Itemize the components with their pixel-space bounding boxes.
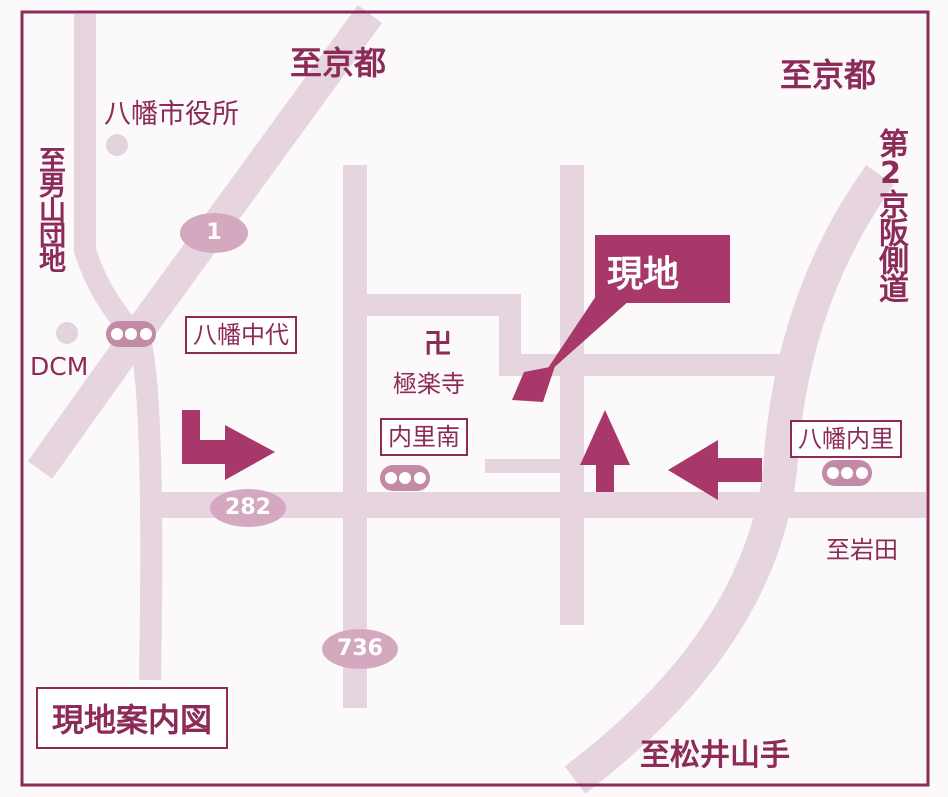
map-title: 現地案内図 (36, 687, 229, 749)
direction-arrows (182, 235, 762, 500)
route-badge-736: 736 (322, 629, 398, 669)
arrow-up-icon (580, 410, 630, 492)
traffic-signal-icon (106, 321, 156, 347)
callout-pointer (540, 290, 630, 380)
direction-kyoto-left: 至京都 (290, 44, 387, 82)
direction-kyoto-right: 至京都 (780, 56, 877, 94)
map-border (20, 10, 930, 787)
route-badge-1: 1 (180, 213, 248, 253)
temple-label: 極楽寺 (393, 370, 465, 398)
road-left-vertical (74, 14, 148, 348)
arrow-right-icon (182, 410, 275, 480)
direction-iwata: 至岩田 (826, 536, 898, 564)
road-temple (355, 294, 805, 376)
traffic-signal-icon (380, 465, 430, 491)
direction-matsuiyamate: 至松井山手 (640, 738, 790, 773)
destination-box (595, 235, 730, 303)
direction-otokoyama: 至男山団地 (34, 146, 65, 271)
temple-icon: 卍 (424, 327, 453, 360)
road-left-south (129, 337, 163, 681)
route-badge-282: 282 (210, 489, 286, 527)
city-hall-label: 八幡市役所 (104, 99, 239, 130)
traffic-signal-icon (822, 460, 872, 486)
arrow-left-icon (668, 440, 762, 500)
intersection-yawata-uchisato: 八幡内里 (790, 420, 902, 458)
destination-label: 現地 (607, 254, 680, 295)
intersection-uchisato-minami: 内里南 (380, 418, 468, 456)
intersection-yawata-nakadai: 八幡中代 (185, 316, 297, 354)
road-daini-keihan (564, 165, 894, 794)
road-name-daini-keihan: 第2京阪側道 (873, 128, 908, 301)
dcm-marker (56, 322, 78, 344)
city-hall-marker (106, 134, 128, 156)
dcm-label: DCM (30, 352, 89, 381)
